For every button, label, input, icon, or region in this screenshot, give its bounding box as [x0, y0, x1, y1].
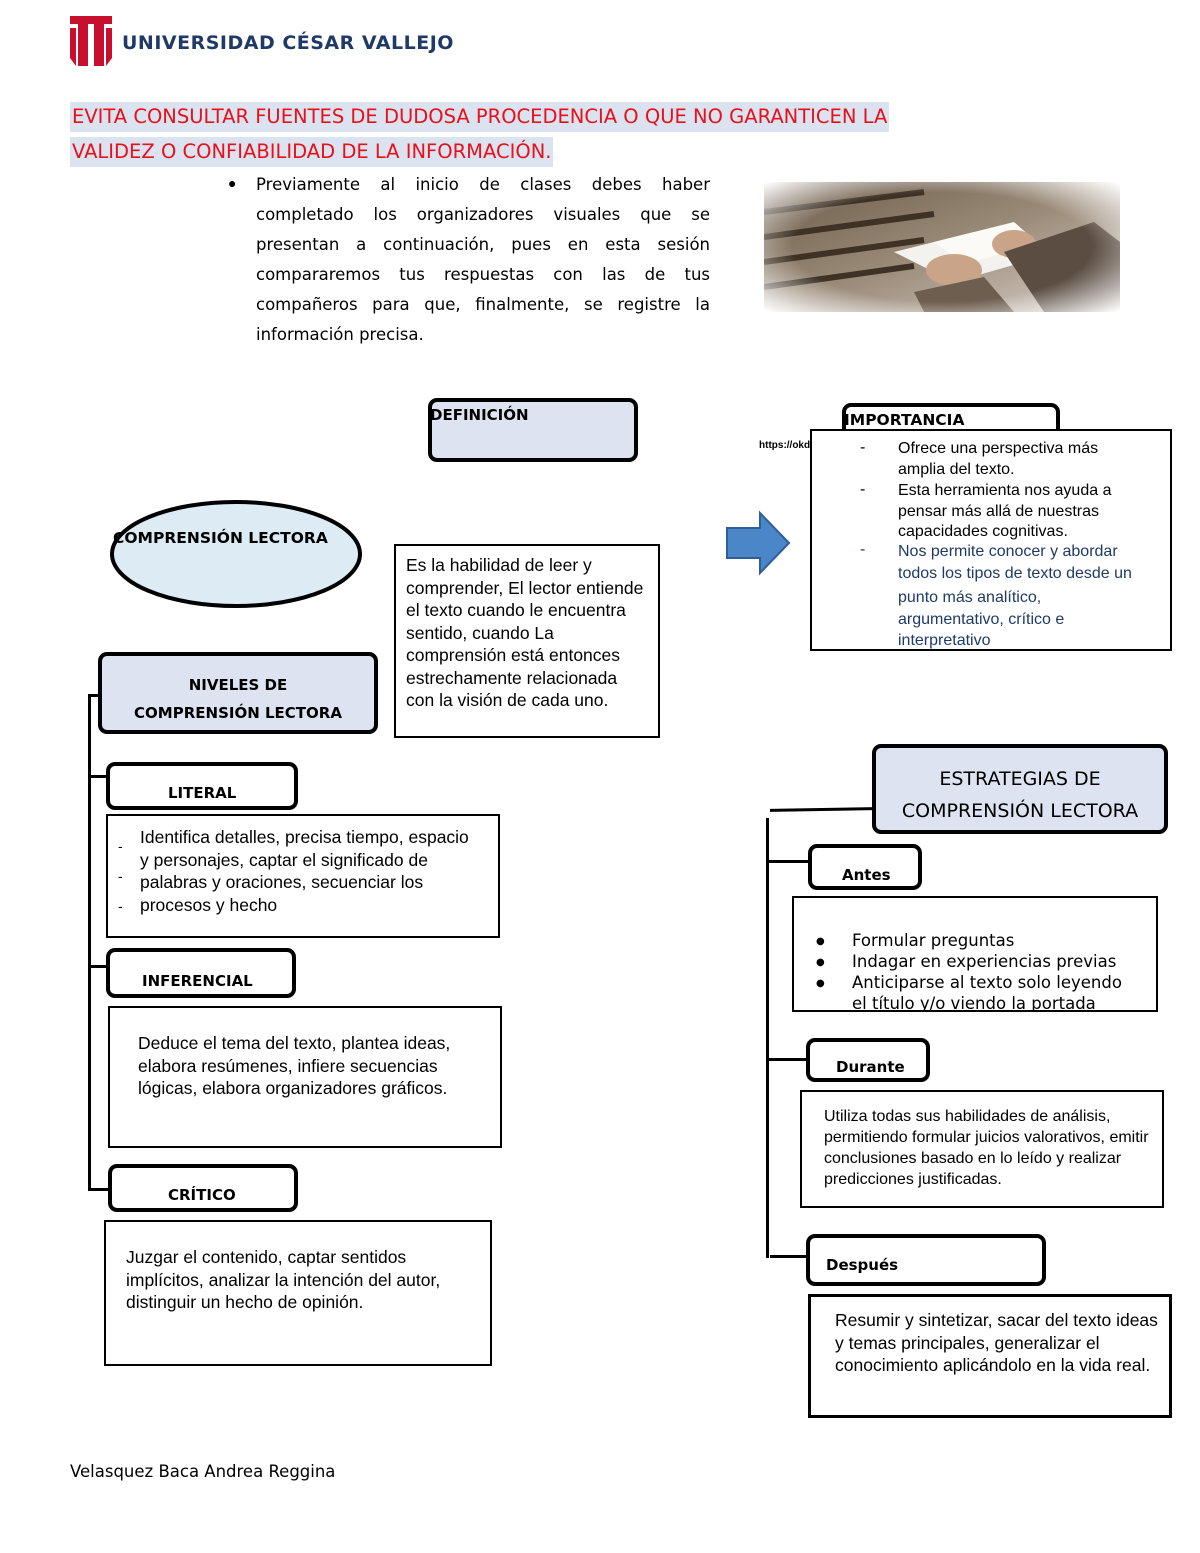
niveles-bracket-vertical — [88, 694, 91, 1190]
importancia-item-1: Ofrece una perspectiva más amplia del te… — [898, 440, 1099, 478]
critico-box: CRÍTICO — [108, 1164, 298, 1212]
durante-text-box: Utiliza todas sus habilidades de análisi… — [800, 1090, 1164, 1208]
author-footer: Velasquez Baca Andrea Reggina — [70, 1462, 336, 1481]
connector-inferencial — [88, 965, 110, 968]
niveles-title-line2: COMPRENSIÓN LECTORA — [134, 704, 342, 722]
importancia-item-2: Esta herramienta nos ayuda a pensar más … — [898, 482, 1112, 540]
inferencial-text-box: Deduce el tema del texto, plantea ideas,… — [108, 1006, 502, 1148]
inferencial-text: Deduce el tema del texto, plantea ideas,… — [138, 1033, 451, 1098]
importancia-item-3: Nos permite conocer y abordar todos los … — [898, 543, 1132, 582]
definition-text-box: Es la habilidad de leer y comprender, El… — [394, 544, 660, 738]
definicion-box: DEFINICIÓN — [428, 398, 638, 462]
importancia-text-box: - Ofrece una perspectiva más amplia del … — [810, 429, 1172, 651]
warning-block: EVITA CONSULTAR FUENTES DE DUDOSA PROCED… — [70, 102, 890, 167]
antes-item-2: Indagar en experiencias previas — [852, 952, 1117, 971]
estrategias-bracket-vertical — [766, 818, 769, 1258]
importancia-cont-1: punto más analítico, — [898, 589, 1042, 606]
reading-photo — [764, 182, 1120, 312]
critico-text-box: Juzgar el contenido, captar sentidos imp… — [104, 1220, 492, 1366]
warning-line-1: EVITA CONSULTAR FUENTES DE DUDOSA PROCED… — [70, 102, 890, 132]
literal-dash-1: - — [118, 838, 123, 854]
estrategias-title-line2: COMPRENSIÓN LECTORA — [901, 800, 1139, 822]
despues-text-box: Resumir y sintetizar, sacar del texto id… — [808, 1294, 1172, 1418]
importancia-cont-3: interpretativo — [898, 632, 991, 649]
importancia-cont-2: argumentativo, crítico e — [898, 611, 1065, 628]
university-name: UNIVERSIDAD CÉSAR VALLEJO — [122, 32, 454, 54]
antes-bullet-1: ● — [816, 936, 825, 947]
definicion-label: DEFINICIÓN — [430, 406, 529, 424]
antes-bullet-2: ● — [816, 957, 825, 968]
durante-label: Durante — [836, 1058, 905, 1076]
literal-box: LITERAL — [106, 762, 298, 810]
connector-antes — [766, 860, 808, 863]
connector-literal — [88, 775, 110, 778]
definition-text: Es la habilidad de leer y comprender, El… — [406, 555, 644, 710]
despues-box: Después — [806, 1234, 1046, 1286]
estrategias-title-box: ESTRATEGIAS DE COMPRENSIÓN LECTORA — [872, 744, 1168, 834]
antes-bullet-3: ● — [816, 978, 825, 989]
critico-label: CRÍTICO — [168, 1186, 236, 1204]
warning-line-2: VALIDEZ O CONFIABILIDAD DE LA INFORMACIÓ… — [70, 137, 554, 167]
despues-text: Resumir y sintetizar, sacar del texto id… — [835, 1310, 1158, 1375]
niveles-title-box: NIVELES DE COMPRENSIÓN LECTORA — [98, 652, 378, 734]
connector-despues — [770, 1255, 806, 1258]
literal-text-box: - - - Identifica detalles, precisa tiemp… — [106, 814, 500, 938]
connector-critico — [88, 1188, 110, 1191]
antes-item-1: Formular preguntas — [852, 931, 1015, 950]
bullet-icon: ● — [228, 175, 237, 191]
antes-label: Antes — [842, 866, 891, 884]
importancia-label: IMPORTANCIA — [844, 411, 965, 429]
importancia-item-3-dash: - — [860, 541, 866, 558]
niveles-bracket-top — [88, 694, 102, 697]
url-fragment: https://okd — [759, 440, 811, 451]
university-logo: UNIVERSIDAD CÉSAR VALLEJO — [68, 14, 453, 70]
critico-text: Juzgar el contenido, captar sentidos imp… — [126, 1247, 441, 1312]
niveles-title-line1: NIVELES DE — [188, 676, 288, 694]
durante-text: Utiliza todas sus habilidades de análisi… — [824, 1108, 1149, 1188]
despues-label: Después — [826, 1256, 899, 1274]
estrategias-bracket-top — [770, 807, 874, 812]
durante-box: Durante — [806, 1038, 930, 1082]
inferencial-box: INFERENCIAL — [106, 948, 296, 998]
antes-item-3: Anticiparse al texto solo leyendo — [852, 973, 1122, 992]
estrategias-title-line1: ESTRATEGIAS DE — [939, 768, 1101, 790]
connector-durante — [766, 1058, 806, 1061]
literal-text: Identifica detalles, precisa tiempo, esp… — [140, 827, 469, 915]
university-shield-icon — [70, 16, 112, 66]
reading-photo-illustration — [764, 182, 1120, 312]
main-concept-label: COMPRENSIÓN LECTORA — [113, 529, 328, 547]
antes-box: Antes — [808, 844, 922, 890]
intro-paragraph: Previamente al inicio de clases debes ha… — [256, 175, 710, 344]
inferencial-label: INFERENCIAL — [142, 972, 253, 990]
importancia-item-2-dash: - — [860, 481, 866, 498]
antes-text-box: ● Formular preguntas ● Indagar en experi… — [792, 896, 1158, 1012]
importancia-item-1-dash: - — [860, 439, 866, 456]
antes-item-4: el título y/o viendo la portada — [852, 994, 1096, 1012]
literal-dash-2: - — [118, 868, 123, 884]
literal-dash-3: - — [118, 898, 123, 914]
literal-label: LITERAL — [168, 784, 237, 802]
right-arrow-icon — [726, 510, 791, 576]
main-concept-ellipse — [110, 500, 362, 608]
